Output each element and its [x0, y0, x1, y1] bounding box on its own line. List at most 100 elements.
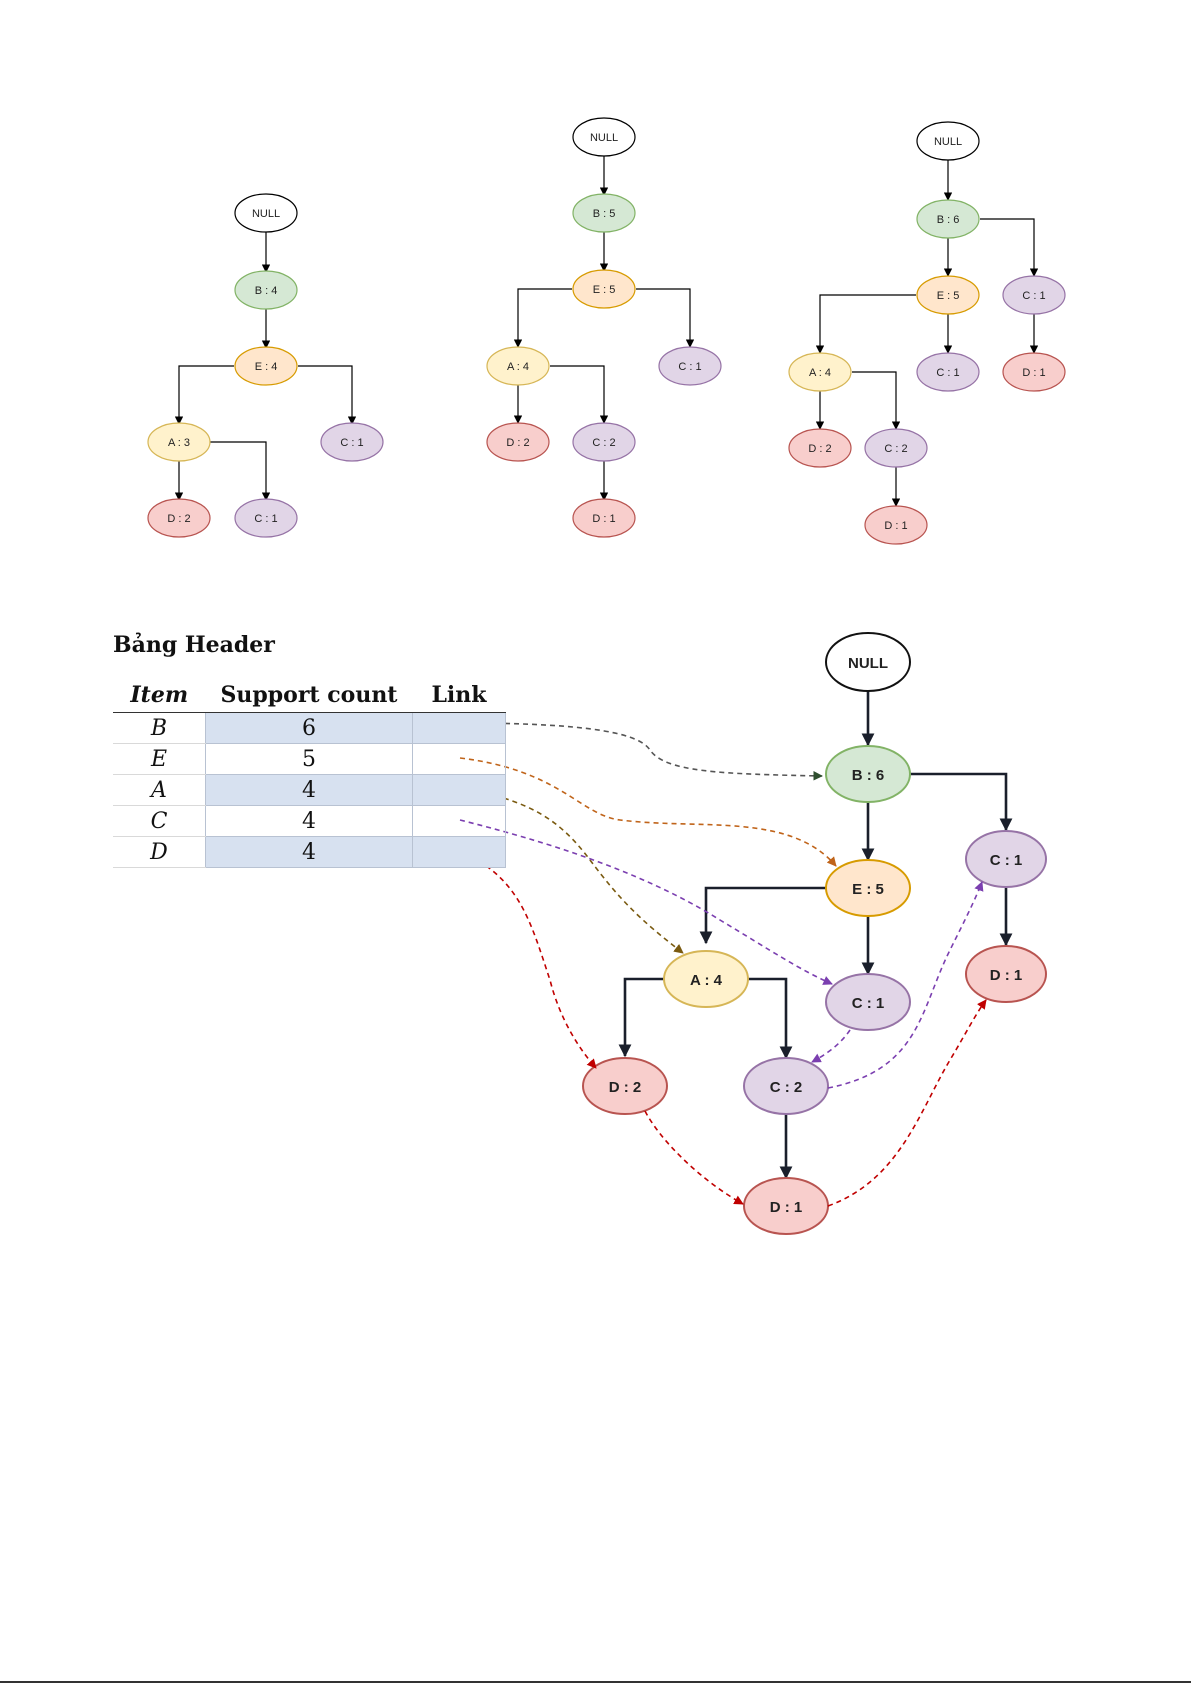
column-header-link: Link	[413, 678, 506, 713]
tree-node-b: B : 6	[917, 200, 979, 238]
tree-node-a: A : 4	[789, 353, 851, 391]
node-label: B : 5	[593, 208, 616, 220]
item-cell: A	[113, 775, 206, 806]
node-label: B : 6	[937, 214, 960, 226]
tree-node-c2: C : 2	[865, 429, 927, 467]
node-label: NULL	[848, 655, 888, 672]
column-header-support-count: Support count	[206, 678, 413, 713]
table-row: E 5	[113, 744, 506, 775]
tree-node-null: NULL	[917, 122, 979, 160]
tree-node-d: D : 2	[789, 429, 851, 467]
tree-node-d2: D : 1	[573, 499, 635, 537]
node-label: E : 5	[852, 881, 884, 898]
edge-e-c1	[298, 366, 352, 424]
final-node-c2: C : 2	[744, 1058, 828, 1114]
tree-node-e: E : 5	[917, 276, 979, 314]
final-node-dr: D : 1	[966, 946, 1046, 1002]
edge-e-c1	[636, 289, 690, 347]
tree-node-e: E : 4	[235, 347, 297, 385]
node-label: C : 1	[936, 367, 959, 379]
edge-e-a	[706, 888, 826, 943]
node-label: C : 1	[678, 361, 701, 373]
table-row: D 4	[113, 837, 506, 868]
node-label: D : 1	[884, 520, 907, 532]
link-cell	[413, 806, 506, 837]
tree-node-cr: C : 1	[1003, 276, 1065, 314]
edge-e-a	[179, 366, 234, 424]
node-label: NULL	[934, 136, 962, 148]
edge-a-c2	[748, 979, 786, 1058]
tree-node-d: D : 2	[148, 499, 210, 537]
tree-node-b: B : 4	[235, 271, 297, 309]
node-label: A : 3	[168, 437, 190, 449]
tree-node-null: NULL	[235, 194, 297, 232]
final-node-c1: C : 1	[826, 974, 910, 1030]
tree-node-c1: C : 1	[917, 353, 979, 391]
node-label: E : 5	[593, 284, 616, 296]
link-cell	[413, 837, 506, 868]
node-label: D : 1	[592, 513, 615, 525]
header-table: Item Support count Link B 6 E 5 A 4 C 4 …	[113, 678, 506, 868]
node-label: C : 2	[592, 437, 615, 449]
tree-node-c2: C : 2	[573, 423, 635, 461]
tree-node-a: A : 4	[487, 347, 549, 385]
edge-a-c2	[550, 366, 604, 423]
edge-b-cr	[910, 774, 1006, 830]
node-label: NULL	[590, 132, 618, 144]
tree-node-b: B : 5	[573, 194, 635, 232]
tree-node-null: NULL	[573, 118, 635, 156]
link-C-header-to-c1	[460, 820, 832, 984]
node-label: D : 2	[609, 1079, 642, 1096]
node-label: C : 1	[340, 437, 363, 449]
node-label: D : 2	[167, 513, 190, 525]
link-cell	[413, 744, 506, 775]
final-node-d: D : 2	[583, 1058, 667, 1114]
tree-step-3: NULL B : 6 E : 5 C : 1 A : 4 C : 1 D : 1…	[789, 122, 1065, 544]
link-D-header-to-d	[463, 852, 596, 1068]
tree-node-e: E : 5	[573, 270, 635, 308]
header-table-head-row: Item Support count Link	[113, 678, 506, 713]
final-node-null: NULL	[826, 633, 910, 691]
final-node-d2: D : 1	[744, 1178, 828, 1234]
node-label: E : 5	[937, 290, 960, 302]
header-table-title: Bảng Header	[113, 632, 275, 658]
link-B-header-to-b	[460, 723, 822, 776]
node-label: C : 2	[770, 1079, 803, 1096]
item-cell: B	[113, 713, 206, 744]
link-C-c1-to-c2	[812, 1030, 850, 1062]
final-node-a: A : 4	[664, 951, 748, 1007]
page-bottom-rule	[0, 1681, 1191, 1683]
item-cell: D	[113, 837, 206, 868]
node-label: D : 2	[808, 443, 831, 455]
table-row: A 4	[113, 775, 506, 806]
tree-node-d: D : 2	[487, 423, 549, 461]
node-label: E : 4	[255, 361, 278, 373]
column-header-item: Item	[113, 678, 206, 713]
final-node-b: B : 6	[826, 746, 910, 802]
link-cell	[413, 713, 506, 744]
node-label: A : 4	[809, 367, 831, 379]
item-cell: E	[113, 744, 206, 775]
link-D-d2-to-dr	[828, 1000, 986, 1206]
node-label: B : 6	[852, 767, 885, 784]
edge-b-cr	[980, 219, 1034, 276]
tree-node-c1: C : 1	[659, 347, 721, 385]
link-cell	[413, 775, 506, 806]
node-label: B : 4	[255, 285, 278, 297]
link-D-d-to-d2	[645, 1111, 743, 1204]
link-E-header-to-e	[460, 758, 836, 866]
edge-e-a	[820, 295, 916, 353]
node-label: NULL	[252, 208, 280, 220]
node-label: C : 1	[254, 513, 277, 525]
node-label: D : 1	[1022, 367, 1045, 379]
table-row: B 6	[113, 713, 506, 744]
final-node-cr: C : 1	[966, 831, 1046, 887]
support-count-cell: 6	[206, 713, 413, 744]
tree-step-1: NULL B : 4 E : 4 A : 3 C : 1 D : 2 C : 1	[148, 194, 383, 537]
node-label: D : 1	[770, 1199, 803, 1216]
item-cell: C	[113, 806, 206, 837]
tree-step-2: NULL B : 5 E : 5 A : 4 C : 1 D : 2 C : 2…	[487, 118, 721, 537]
final-node-e: E : 5	[826, 860, 910, 916]
edge-a-c2	[852, 372, 896, 429]
support-count-cell: 4	[206, 775, 413, 806]
